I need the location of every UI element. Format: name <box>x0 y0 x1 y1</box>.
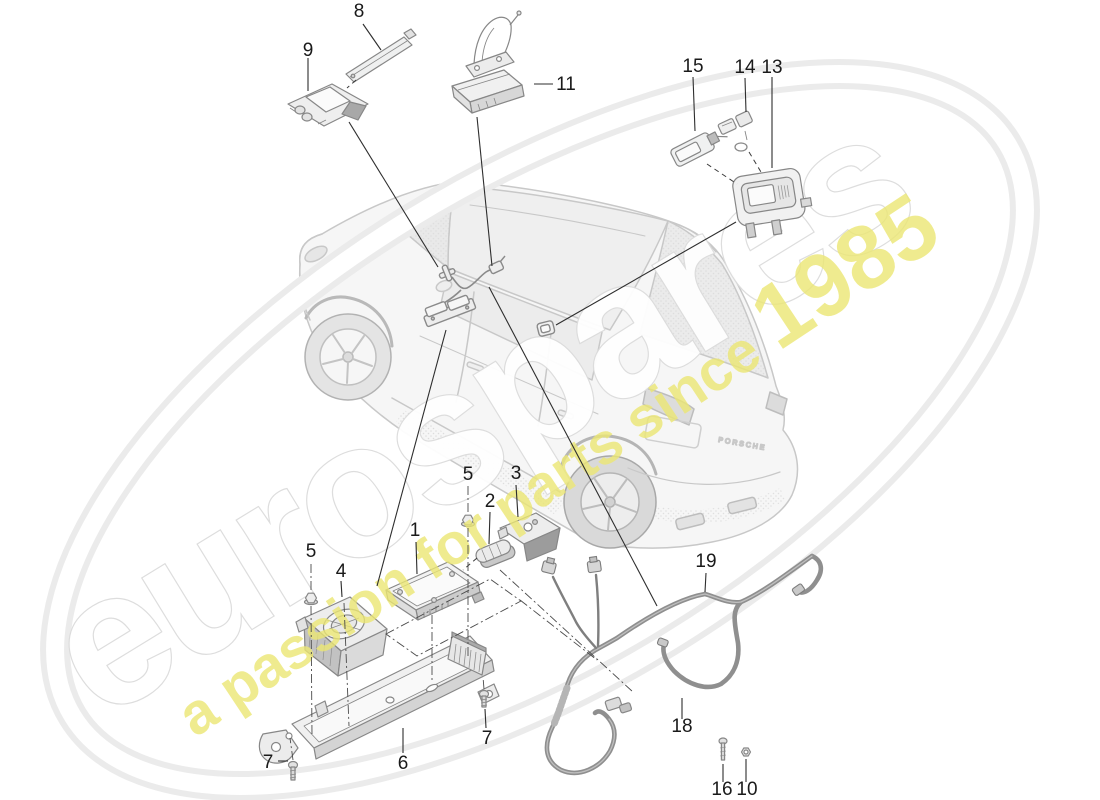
part-label-16-17: 16 <box>711 779 732 800</box>
part-7-screw <box>287 760 299 781</box>
side-mirror <box>435 279 453 293</box>
part-11-control-module <box>451 10 525 114</box>
part-label-15-3: 15 <box>682 56 703 77</box>
exploded-parts <box>258 10 813 781</box>
part-label-6-14: 6 <box>398 753 409 774</box>
part-label-2-7: 2 <box>485 491 496 512</box>
wiring-harness-18-19 <box>541 553 824 776</box>
part-16-screw <box>718 737 728 761</box>
part-7-screw <box>478 689 490 708</box>
part-3-bracket <box>497 512 561 562</box>
part-label-7-15: 7 <box>263 752 274 773</box>
car-side-glass <box>439 271 603 381</box>
roof-antenna-wiring <box>423 255 556 337</box>
part-13-roof-control-module <box>732 167 813 239</box>
part-label-3-8: 3 <box>511 463 522 484</box>
assembly-dashdot-lines <box>289 486 634 761</box>
part-label-14-4: 14 <box>734 57 756 78</box>
part-4-signal-horn <box>295 596 388 677</box>
rear-quarter-sensor <box>536 320 556 337</box>
rear-wheel <box>558 434 658 549</box>
part-label-4-11: 4 <box>336 561 347 582</box>
part-label-7-16: 7 <box>482 728 493 749</box>
part-label-8-0: 8 <box>354 1 365 22</box>
assembly-dashed-lines <box>346 79 762 571</box>
part-label-19-12: 19 <box>695 551 716 572</box>
part-label-5-10: 5 <box>306 541 317 562</box>
part-label-5-6: 5 <box>463 464 474 485</box>
part-label-10-18: 10 <box>736 779 757 800</box>
harness-connector <box>604 696 633 714</box>
part-label-9-1: 9 <box>303 40 314 61</box>
front-wheel <box>304 295 394 401</box>
part-6-mounting-bracket <box>258 631 500 764</box>
part-label-18-13: 18 <box>671 716 692 737</box>
part-label-1-9: 1 <box>410 520 421 541</box>
exhaust-tip <box>675 512 706 531</box>
part-5-nut <box>303 592 319 606</box>
part-10-nut <box>740 747 752 757</box>
taillight-right <box>765 391 788 416</box>
headlight <box>304 245 328 263</box>
part-label-13-5: 13 <box>761 57 782 78</box>
part-label-11-2: 11 <box>556 74 576 95</box>
taillight-left <box>642 387 695 426</box>
part-5-nut <box>460 514 476 528</box>
exhaust-tip <box>727 496 758 515</box>
part-9-bracket <box>287 83 369 127</box>
part-14-fastener-set <box>717 110 753 152</box>
part-15-interface-module <box>670 131 728 167</box>
leader-lines <box>278 23 773 782</box>
part-8-antenna-strip <box>345 28 417 83</box>
